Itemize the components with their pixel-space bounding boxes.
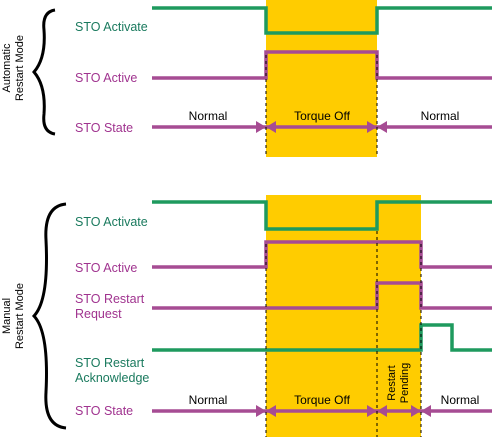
manual-sto-active-wave	[152, 240, 492, 269]
auto-arrow-2	[266, 121, 276, 133]
manual-sto-activate-label: STO Activate	[75, 215, 148, 229]
auto-torque-off-highlight	[266, 0, 377, 157]
auto-arrow-4	[377, 121, 387, 133]
auto-sto-active-wave	[152, 50, 492, 80]
automatic-restart-section: Automatic Restart Mode STO Activate STO …	[1, 0, 492, 157]
manual-state-normal-right: Normal	[441, 393, 480, 407]
manual-arrow-4	[377, 405, 387, 417]
auto-state-normal-left: Normal	[189, 109, 228, 123]
manual-sto-restart-request-label-1: STO Restart	[75, 292, 145, 306]
manual-state-normal-left: Normal	[189, 393, 228, 407]
manual-restart-section: Manual Restart Mode STO Activate STO Act…	[1, 195, 492, 437]
manual-torque-off-highlight	[266, 195, 421, 437]
manual-brace	[31, 202, 67, 430]
manual-mode-label-line2: Restart Mode	[14, 283, 26, 349]
manual-state-restart-line2: Pending	[399, 363, 411, 403]
manual-state-restart-line1: Restart	[386, 365, 398, 400]
manual-arrow-6	[421, 405, 431, 417]
manual-sto-restart-request-label-2: Request	[75, 307, 122, 321]
auto-mode-label-line2: Restart Mode	[14, 35, 26, 101]
manual-sto-activate-wave	[152, 200, 492, 231]
manual-arrow-2	[266, 405, 276, 417]
manual-sto-restart-ack-label-2: Acknowledge	[75, 371, 149, 385]
auto-state-normal-right: Normal	[421, 109, 460, 123]
manual-sto-active-label: STO Active	[75, 261, 137, 275]
auto-mode-label-line1: Automatic	[1, 43, 13, 92]
manual-state-torque-off: Torque Off	[294, 393, 350, 407]
auto-sto-activate-label: STO Activate	[75, 20, 148, 34]
auto-arrow-1	[256, 121, 266, 133]
manual-sto-restart-ack-wave	[152, 323, 492, 352]
manual-arrow-5	[411, 405, 421, 417]
auto-brace	[32, 8, 56, 136]
manual-sto-restart-ack-label-1: STO Restart	[75, 356, 145, 370]
manual-sto-state-label: STO State	[75, 404, 133, 418]
manual-arrow-1	[256, 405, 266, 417]
manual-sto-restart-request-wave	[152, 281, 492, 310]
auto-sto-active-label: STO Active	[75, 71, 137, 85]
manual-mode-label-line1: Manual	[1, 298, 13, 334]
manual-arrow-3	[367, 405, 377, 417]
auto-state-torque-off: Torque Off	[294, 109, 350, 123]
auto-sto-activate-wave	[152, 6, 492, 35]
auto-sto-state-label: STO State	[75, 121, 133, 135]
auto-arrow-3	[367, 121, 377, 133]
